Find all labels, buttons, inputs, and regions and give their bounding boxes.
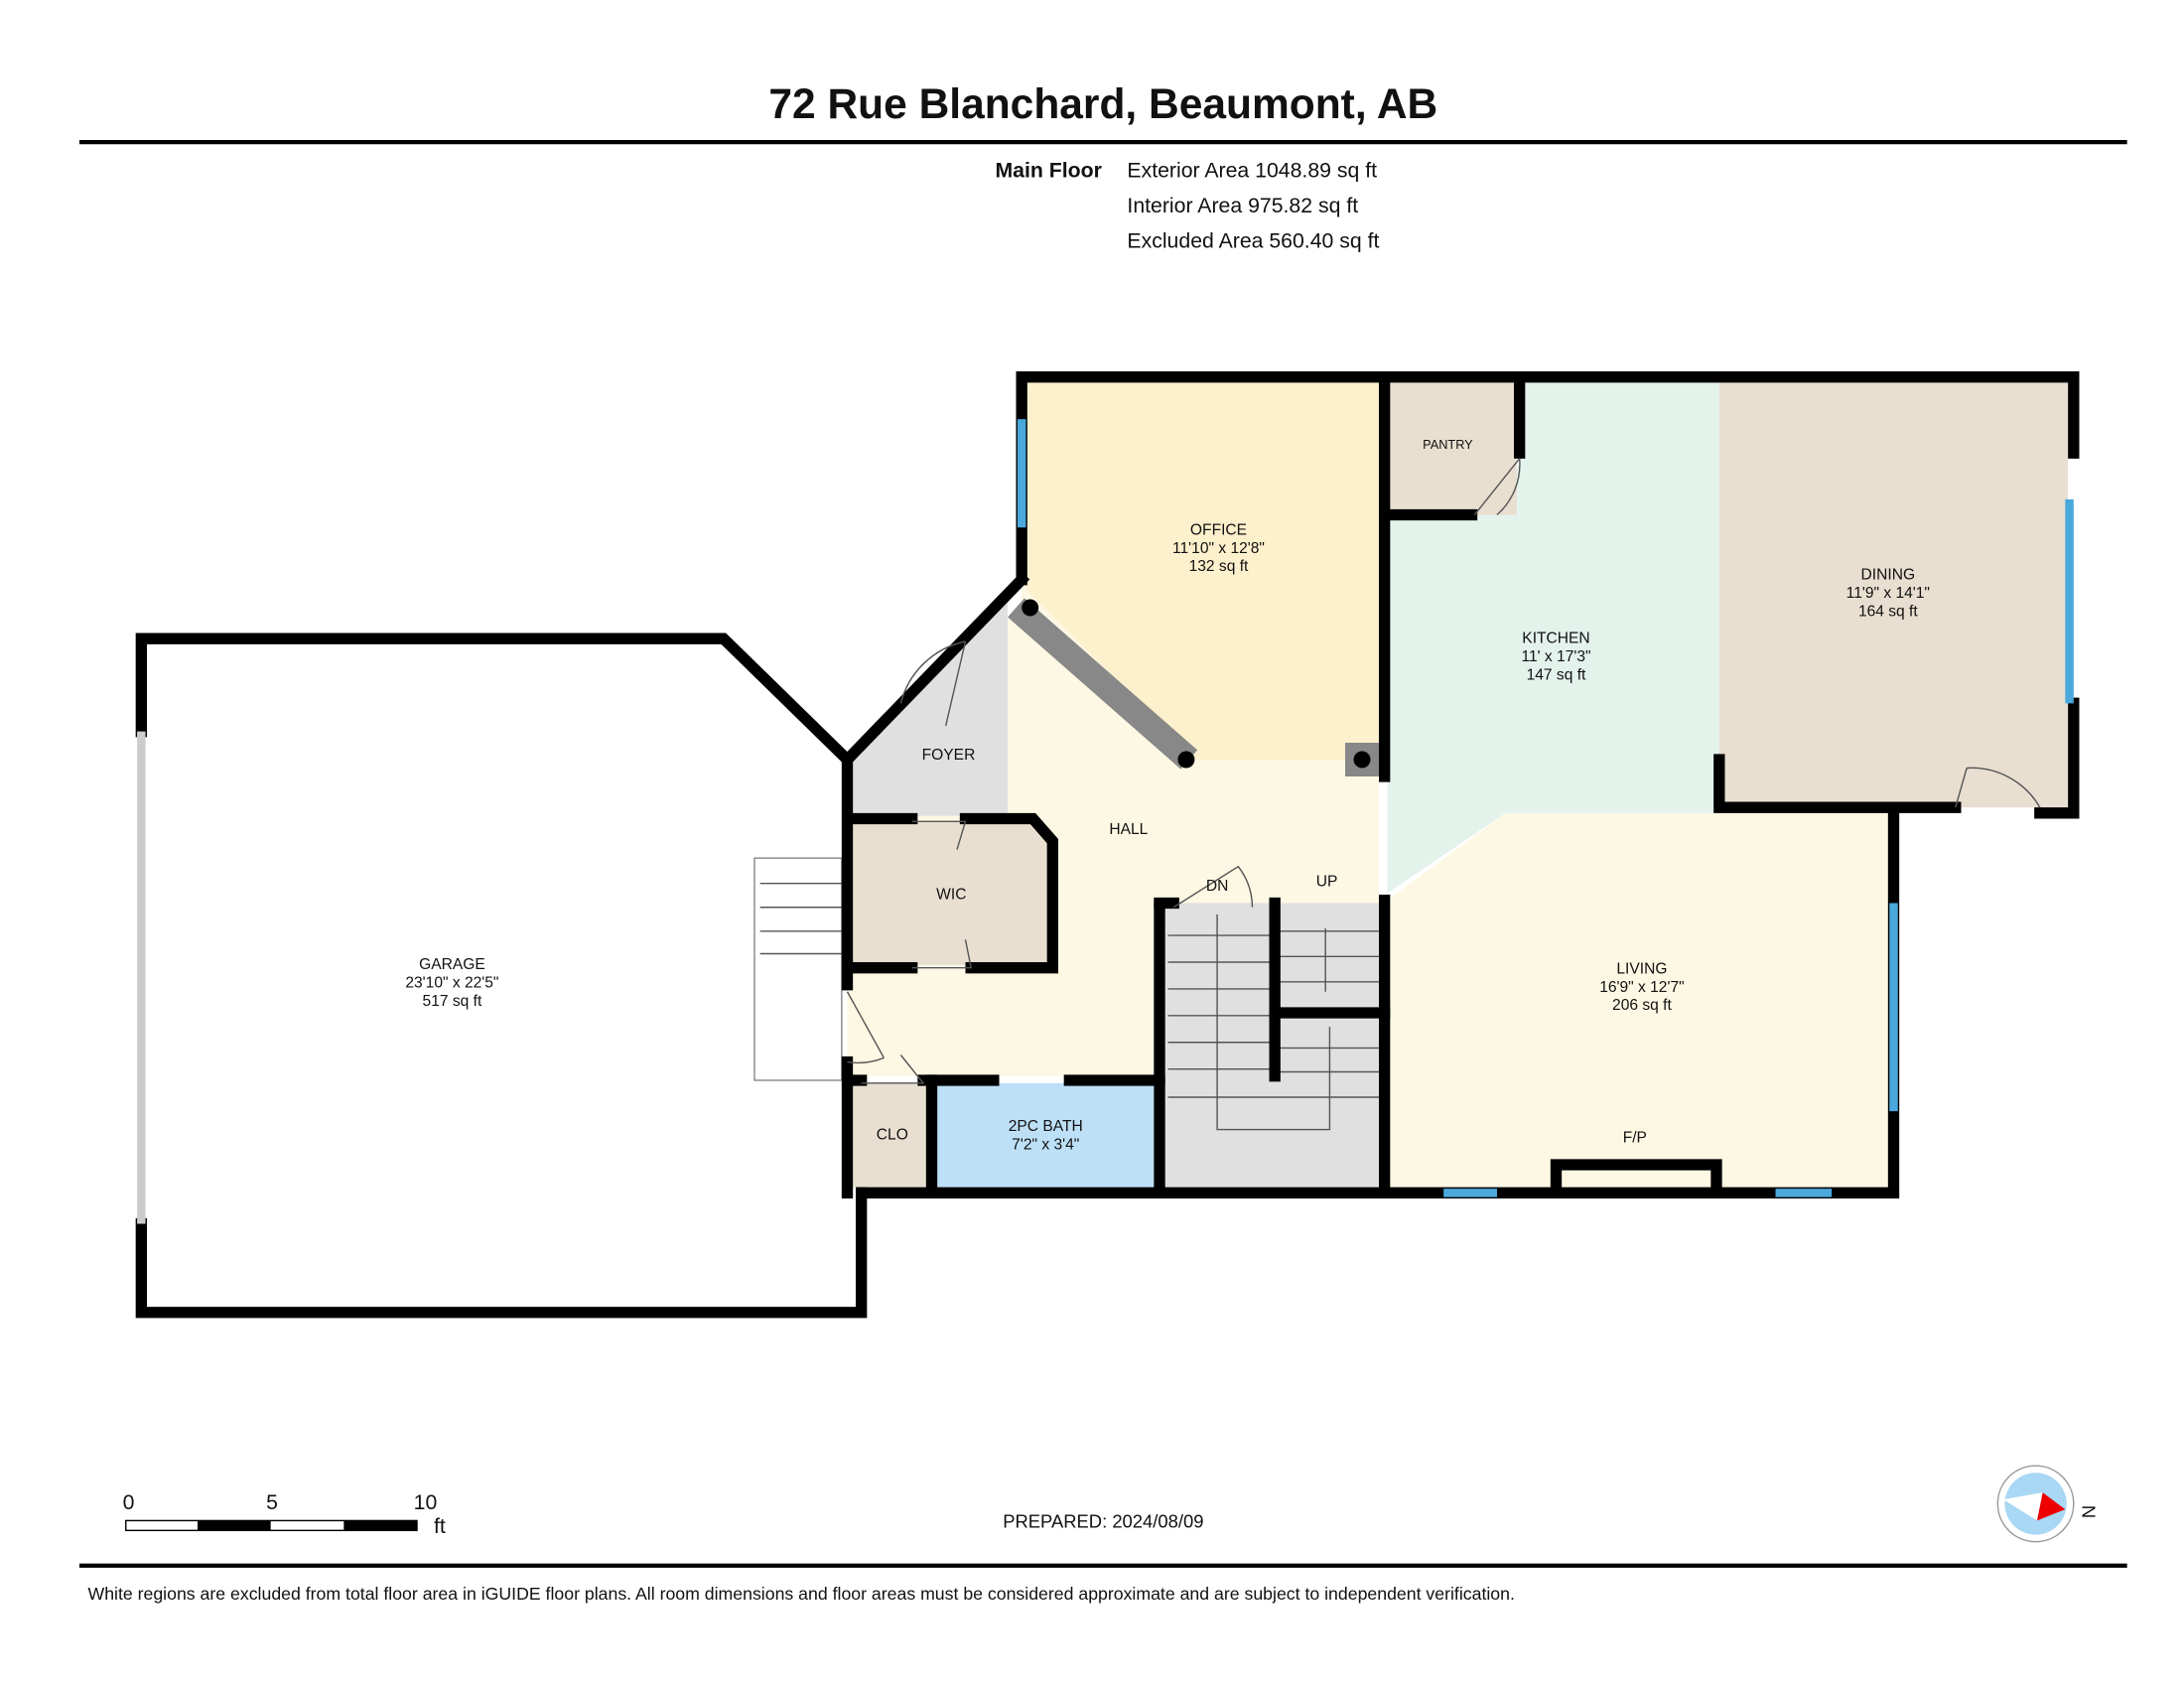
room-name: DINING [1861,567,1916,584]
room-fills [753,382,2069,1194]
floor-name: Main Floor [995,159,1101,183]
clo-label: CLO [877,1127,908,1144]
hall-label: HALL [1109,821,1148,838]
room-area: 147 sq ft [1527,666,1586,683]
room-living: LIVING 16'9" x 12'7" 206 sq ft [1599,960,1684,1014]
room-dims: 11'9" x 14'1" [1846,585,1930,602]
wic-fill [853,821,1050,965]
prepared-date: PREPARED: 2024/08/09 [1003,1511,1203,1532]
office-fill [1026,382,1382,760]
room-kitchen: KITCHEN 11' x 17'3" 147 sq ft [1521,630,1590,683]
room-area: 132 sq ft [1189,558,1249,575]
room-name: KITCHEN [1522,630,1589,646]
room-dims: 7'2" x 3'4" [1012,1136,1079,1153]
room-office: OFFICE 11'10" x 12'8" 132 sq ft [1172,521,1265,575]
scale-unit: ft [434,1514,446,1538]
stairs-down-label: DN [1206,878,1229,895]
room-garage: GARAGE 23'10" x 22'5" 517 sq ft [405,956,498,1010]
room-dims: 11'10" x 12'8" [1172,540,1265,557]
room-dims: 11' x 17'3" [1521,648,1590,665]
pantry-label: PANTRY [1423,437,1473,452]
room-name: 2PC BATH [1009,1118,1083,1135]
kitchen-fill [1387,382,1719,894]
scale-bar: 0 5 10 ft [123,1490,446,1538]
pantry-fill [1387,382,1517,515]
room-area: 164 sq ft [1858,604,1918,621]
room-name: OFFICE [1190,521,1247,538]
room-dining: DINING 11'9" x 14'1" 164 sq ft [1846,567,1930,621]
scale-tick-10: 10 [414,1490,438,1514]
compass-north-label: N [2078,1505,2099,1518]
room-name: GARAGE [419,956,485,973]
stairs [759,882,1382,1131]
wic-label: WIC [936,886,966,903]
compass-icon: N [1996,1465,2099,1543]
landing-fill [753,857,843,1081]
excluded-area: Excluded Area 560.40 sq ft [1127,228,1379,252]
room-area: 206 sq ft [1612,997,1672,1014]
interior-area: Interior Area 975.82 sq ft [1127,194,1358,217]
living-fill [1387,812,1894,1194]
footer-disclaimer: White regions are excluded from total fl… [87,1584,1514,1604]
exterior-area: Exterior Area 1048.89 sq ft [1127,159,1377,183]
room-area: 517 sq ft [423,993,482,1010]
doors [846,458,2041,1084]
scale-tick-0: 0 [123,1490,135,1514]
scale-tick-5: 5 [266,1490,278,1514]
foyer-fill [847,602,1008,816]
room-dims: 23'10" x 22'5" [405,975,498,992]
room-bath: 2PC BATH 7'2" x 3'4" [1009,1118,1083,1153]
windows [137,419,2074,1224]
bath-fill [934,1082,1155,1188]
clo-fill [853,1082,932,1188]
fireplace-label: F/P [1623,1129,1647,1146]
dining-fill [1718,382,2069,808]
room-name: LIVING [1616,960,1667,977]
page-title: 72 Rue Blanchard, Beaumont, AB [768,81,1437,128]
stairs-up-label: UP [1316,874,1338,891]
room-dims: 16'9" x 12'7" [1599,979,1684,996]
foyer-label: FOYER [922,747,976,764]
